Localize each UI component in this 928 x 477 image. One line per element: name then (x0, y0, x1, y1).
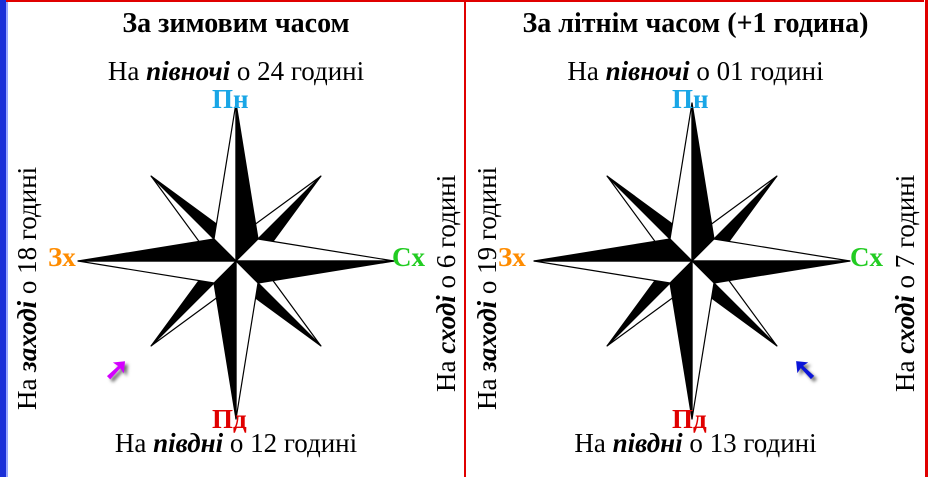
rose-cardinal-point-half (691, 260, 715, 420)
rose-cardinal-point-half (533, 260, 693, 284)
north-label: Пн (212, 84, 249, 114)
south-label: Пд (212, 404, 247, 434)
north-label: Пн (672, 84, 709, 114)
east-label: Сх (392, 242, 425, 272)
rose-cardinal-point-half (669, 102, 693, 262)
north-time-text: На півночі о 24 годині (107, 56, 365, 86)
compass-rose (77, 102, 395, 420)
left-border-highlight (6, 0, 8, 477)
rose-cardinal-point-half (213, 260, 237, 420)
winter-time-panel: За зимовим часом На півночі о 24 годині … (8, 0, 464, 477)
rose-cardinal-point-half (235, 260, 259, 420)
west-time-text: На заході о 19 годині (472, 166, 502, 410)
south-time-text: На півдні о 12 годині (114, 428, 358, 458)
summer-time-panel: За літнім часом (+1 година) На півночі о… (466, 0, 925, 477)
east-time-text-left: На сході о 6 годині (431, 174, 461, 392)
arrow-up-left-icon: ➘ (792, 353, 818, 386)
panel-title: За зимовим часом (122, 8, 350, 39)
rose-cardinal-point-half (235, 260, 395, 284)
south-time-text: На півдні о 13 годині (574, 428, 817, 458)
rose-cardinal-point-half (533, 238, 693, 262)
rose-cardinal-point-half (77, 238, 237, 262)
east-label: Сх (850, 242, 883, 272)
rose-cardinal-point-half (691, 102, 715, 262)
panel-divider (464, 0, 466, 477)
compass-rose (533, 102, 851, 420)
rose-cardinal-point-half (691, 238, 851, 262)
rose-cardinal-point-half (235, 102, 259, 262)
panel-title: За літнім часом (+1 година) (522, 8, 869, 39)
east-time-text: На сході о 7 годині (890, 174, 920, 392)
rose-cardinal-point-half (235, 238, 395, 262)
rose-cardinal-point-half (213, 102, 237, 262)
right-border (925, 0, 928, 477)
rose-cardinal-point-half (77, 260, 237, 284)
arrow-up-right-icon: ➚ (104, 353, 130, 386)
west-label: Зх (48, 242, 76, 272)
south-label: Пд (672, 404, 707, 434)
left-border-bar (0, 0, 6, 477)
west-time-text: На заході о 18 годині (12, 166, 42, 410)
west-label: Зх (498, 242, 526, 272)
north-time-text: На півночі о 01 годині (567, 56, 824, 86)
rose-cardinal-point-half (691, 260, 851, 284)
rose-cardinal-point-half (669, 260, 693, 420)
